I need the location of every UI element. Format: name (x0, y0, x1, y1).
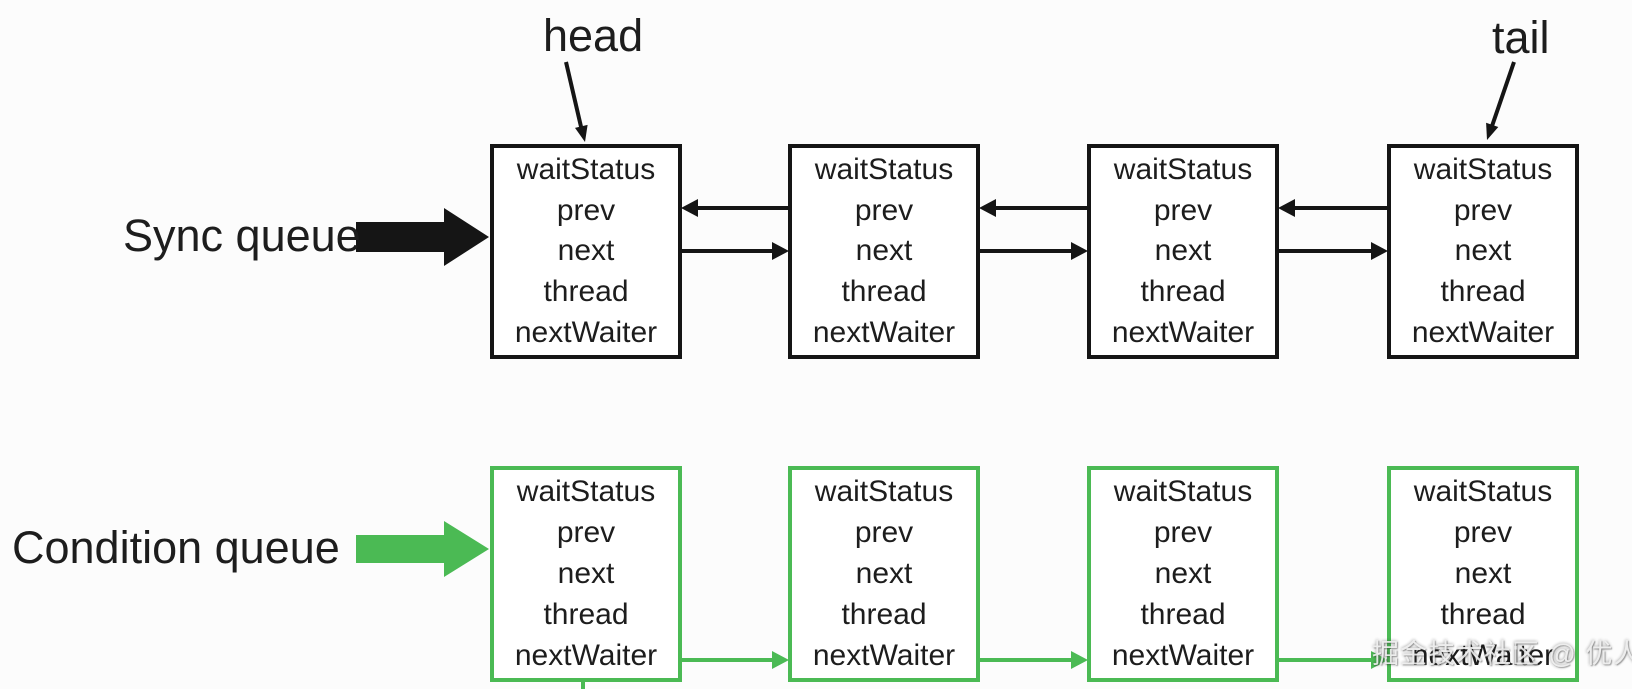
next-waiter-arrow (980, 658, 1071, 662)
node-field-next: next (1454, 556, 1512, 590)
watermark: 掘金技术社区 @ 优人 (1372, 639, 1632, 669)
prev-arrow (1295, 206, 1387, 210)
node-field-next: next (557, 556, 615, 590)
next-arrow (1279, 249, 1371, 253)
node-field-waitstatus: waitStatus (814, 153, 954, 187)
node-field-nextwaiter: nextWaiter (812, 638, 956, 672)
sync-node-1: waitStatus prev next thread nextWaiter (490, 144, 682, 359)
node-field-prev: prev (854, 193, 914, 227)
node-field-thread: thread (1140, 597, 1226, 631)
node-field-prev: prev (556, 516, 616, 550)
node-field-nextwaiter: nextWaiter (1411, 638, 1555, 672)
prev-arrow (698, 206, 788, 210)
tail-label: tail (1492, 12, 1550, 63)
node-field-thread: thread (841, 597, 927, 631)
node-field-waitstatus: waitStatus (1413, 475, 1553, 509)
node-field-thread: thread (543, 597, 629, 631)
node-field-prev: prev (1153, 193, 1213, 227)
node-field-thread: thread (841, 275, 927, 309)
node-field-nextwaiter: nextWaiter (514, 315, 658, 349)
head-label: head (543, 10, 644, 61)
node-field-nextwaiter: nextWaiter (514, 638, 658, 672)
sync-queue-arrow-icon (356, 208, 489, 266)
condition-node-4: waitStatus prev next thread nextWaiter (1387, 466, 1579, 682)
node-field-thread: thread (1440, 597, 1526, 631)
node-field-waitstatus: waitStatus (814, 475, 954, 509)
node-field-prev: prev (854, 516, 914, 550)
sync-node-4: waitStatus prev next thread nextWaiter (1387, 144, 1579, 359)
condition-queue-label: Condition queue (12, 522, 340, 573)
sync-node-2: waitStatus prev next thread nextWaiter (788, 144, 980, 359)
condition-node-2: waitStatus prev next thread nextWaiter (788, 466, 980, 682)
next-waiter-arrow (682, 658, 772, 662)
node-field-thread: thread (1440, 275, 1526, 309)
prev-arrow (996, 206, 1087, 210)
node-field-prev: prev (1453, 516, 1513, 550)
sync-node-3: waitStatus prev next thread nextWaiter (1087, 144, 1279, 359)
node-field-next: next (1454, 234, 1512, 268)
node-field-waitstatus: waitStatus (516, 475, 656, 509)
node-field-prev: prev (1153, 516, 1213, 550)
sync-queue-label: Sync queue (123, 210, 361, 261)
node-field-waitstatus: waitStatus (516, 153, 656, 187)
node-field-next: next (855, 556, 913, 590)
node-field-thread: thread (543, 275, 629, 309)
node-field-nextwaiter: nextWaiter (1111, 638, 1255, 672)
node-field-prev: prev (556, 193, 616, 227)
condition-node-1: waitStatus prev next thread nextWaiter (490, 466, 682, 682)
next-waiter-arrow (1279, 658, 1371, 662)
node-field-next: next (557, 234, 615, 268)
node-field-next: next (1154, 234, 1212, 268)
node-field-nextwaiter: nextWaiter (1411, 315, 1555, 349)
node-field-waitstatus: waitStatus (1113, 153, 1253, 187)
head-pointer-arrow (564, 61, 588, 142)
node-field-waitstatus: waitStatus (1113, 475, 1253, 509)
node-field-waitstatus: waitStatus (1413, 153, 1553, 187)
node-field-nextwaiter: nextWaiter (812, 315, 956, 349)
node-field-next: next (1154, 556, 1212, 590)
node-field-next: next (855, 234, 913, 268)
condition-queue-arrow-icon (356, 521, 489, 577)
node-field-prev: prev (1453, 193, 1513, 227)
node-field-thread: thread (1140, 275, 1226, 309)
next-arrow (682, 249, 772, 253)
tail-pointer-arrow (1486, 61, 1516, 140)
next-arrow (980, 249, 1071, 253)
condition-node-3: waitStatus prev next thread nextWaiter (1087, 466, 1279, 682)
node-field-nextwaiter: nextWaiter (1111, 315, 1255, 349)
